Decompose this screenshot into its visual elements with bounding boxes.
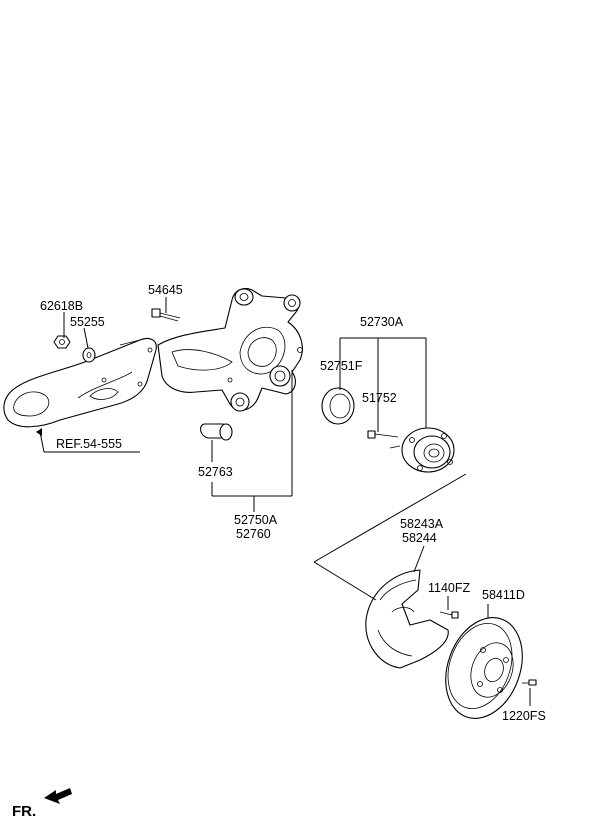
- label-fr: FR.: [12, 803, 36, 820]
- screw-1220fs: [522, 679, 537, 686]
- label-52730a: 52730A: [360, 315, 404, 329]
- label-51752: 51752: [362, 391, 397, 405]
- label-1140fz: 1140FZ: [428, 581, 471, 595]
- label-58243a: 58243A: [400, 517, 444, 531]
- brake-disc: [445, 617, 523, 719]
- lower-control-arm: [3, 337, 157, 428]
- nut-62618b: [53, 335, 71, 349]
- label-54645: 54645: [148, 283, 183, 297]
- dust-shield: [365, 569, 449, 669]
- label-1220fs: 1220FS: [502, 709, 546, 723]
- bolt-52763: [199, 423, 233, 441]
- label-52751f: 52751F: [320, 359, 363, 373]
- seal-52751f: [321, 387, 355, 425]
- label-52763: 52763: [198, 465, 233, 479]
- bolt-1140fz: [439, 611, 459, 619]
- front-direction-indicator: FR.: [12, 788, 72, 820]
- label-52750a: 52750A: [234, 513, 278, 527]
- label-58244: 58244: [402, 531, 437, 545]
- bolt-51752: [367, 430, 399, 439]
- front-arrow-icon: [44, 788, 72, 804]
- label-ref: REF.54-555: [56, 437, 122, 451]
- bolt-54645: [151, 308, 181, 322]
- label-52760: 52760: [236, 527, 271, 541]
- leader-lines: [36, 297, 531, 706]
- rear-knuckle: [157, 287, 303, 412]
- washer-55255: [82, 347, 96, 363]
- label-58411d: 58411D: [482, 588, 525, 602]
- label-55255: 55255: [70, 315, 105, 329]
- hub-bearing-assembly: [389, 427, 455, 473]
- label-62618b: 62618B: [40, 299, 83, 313]
